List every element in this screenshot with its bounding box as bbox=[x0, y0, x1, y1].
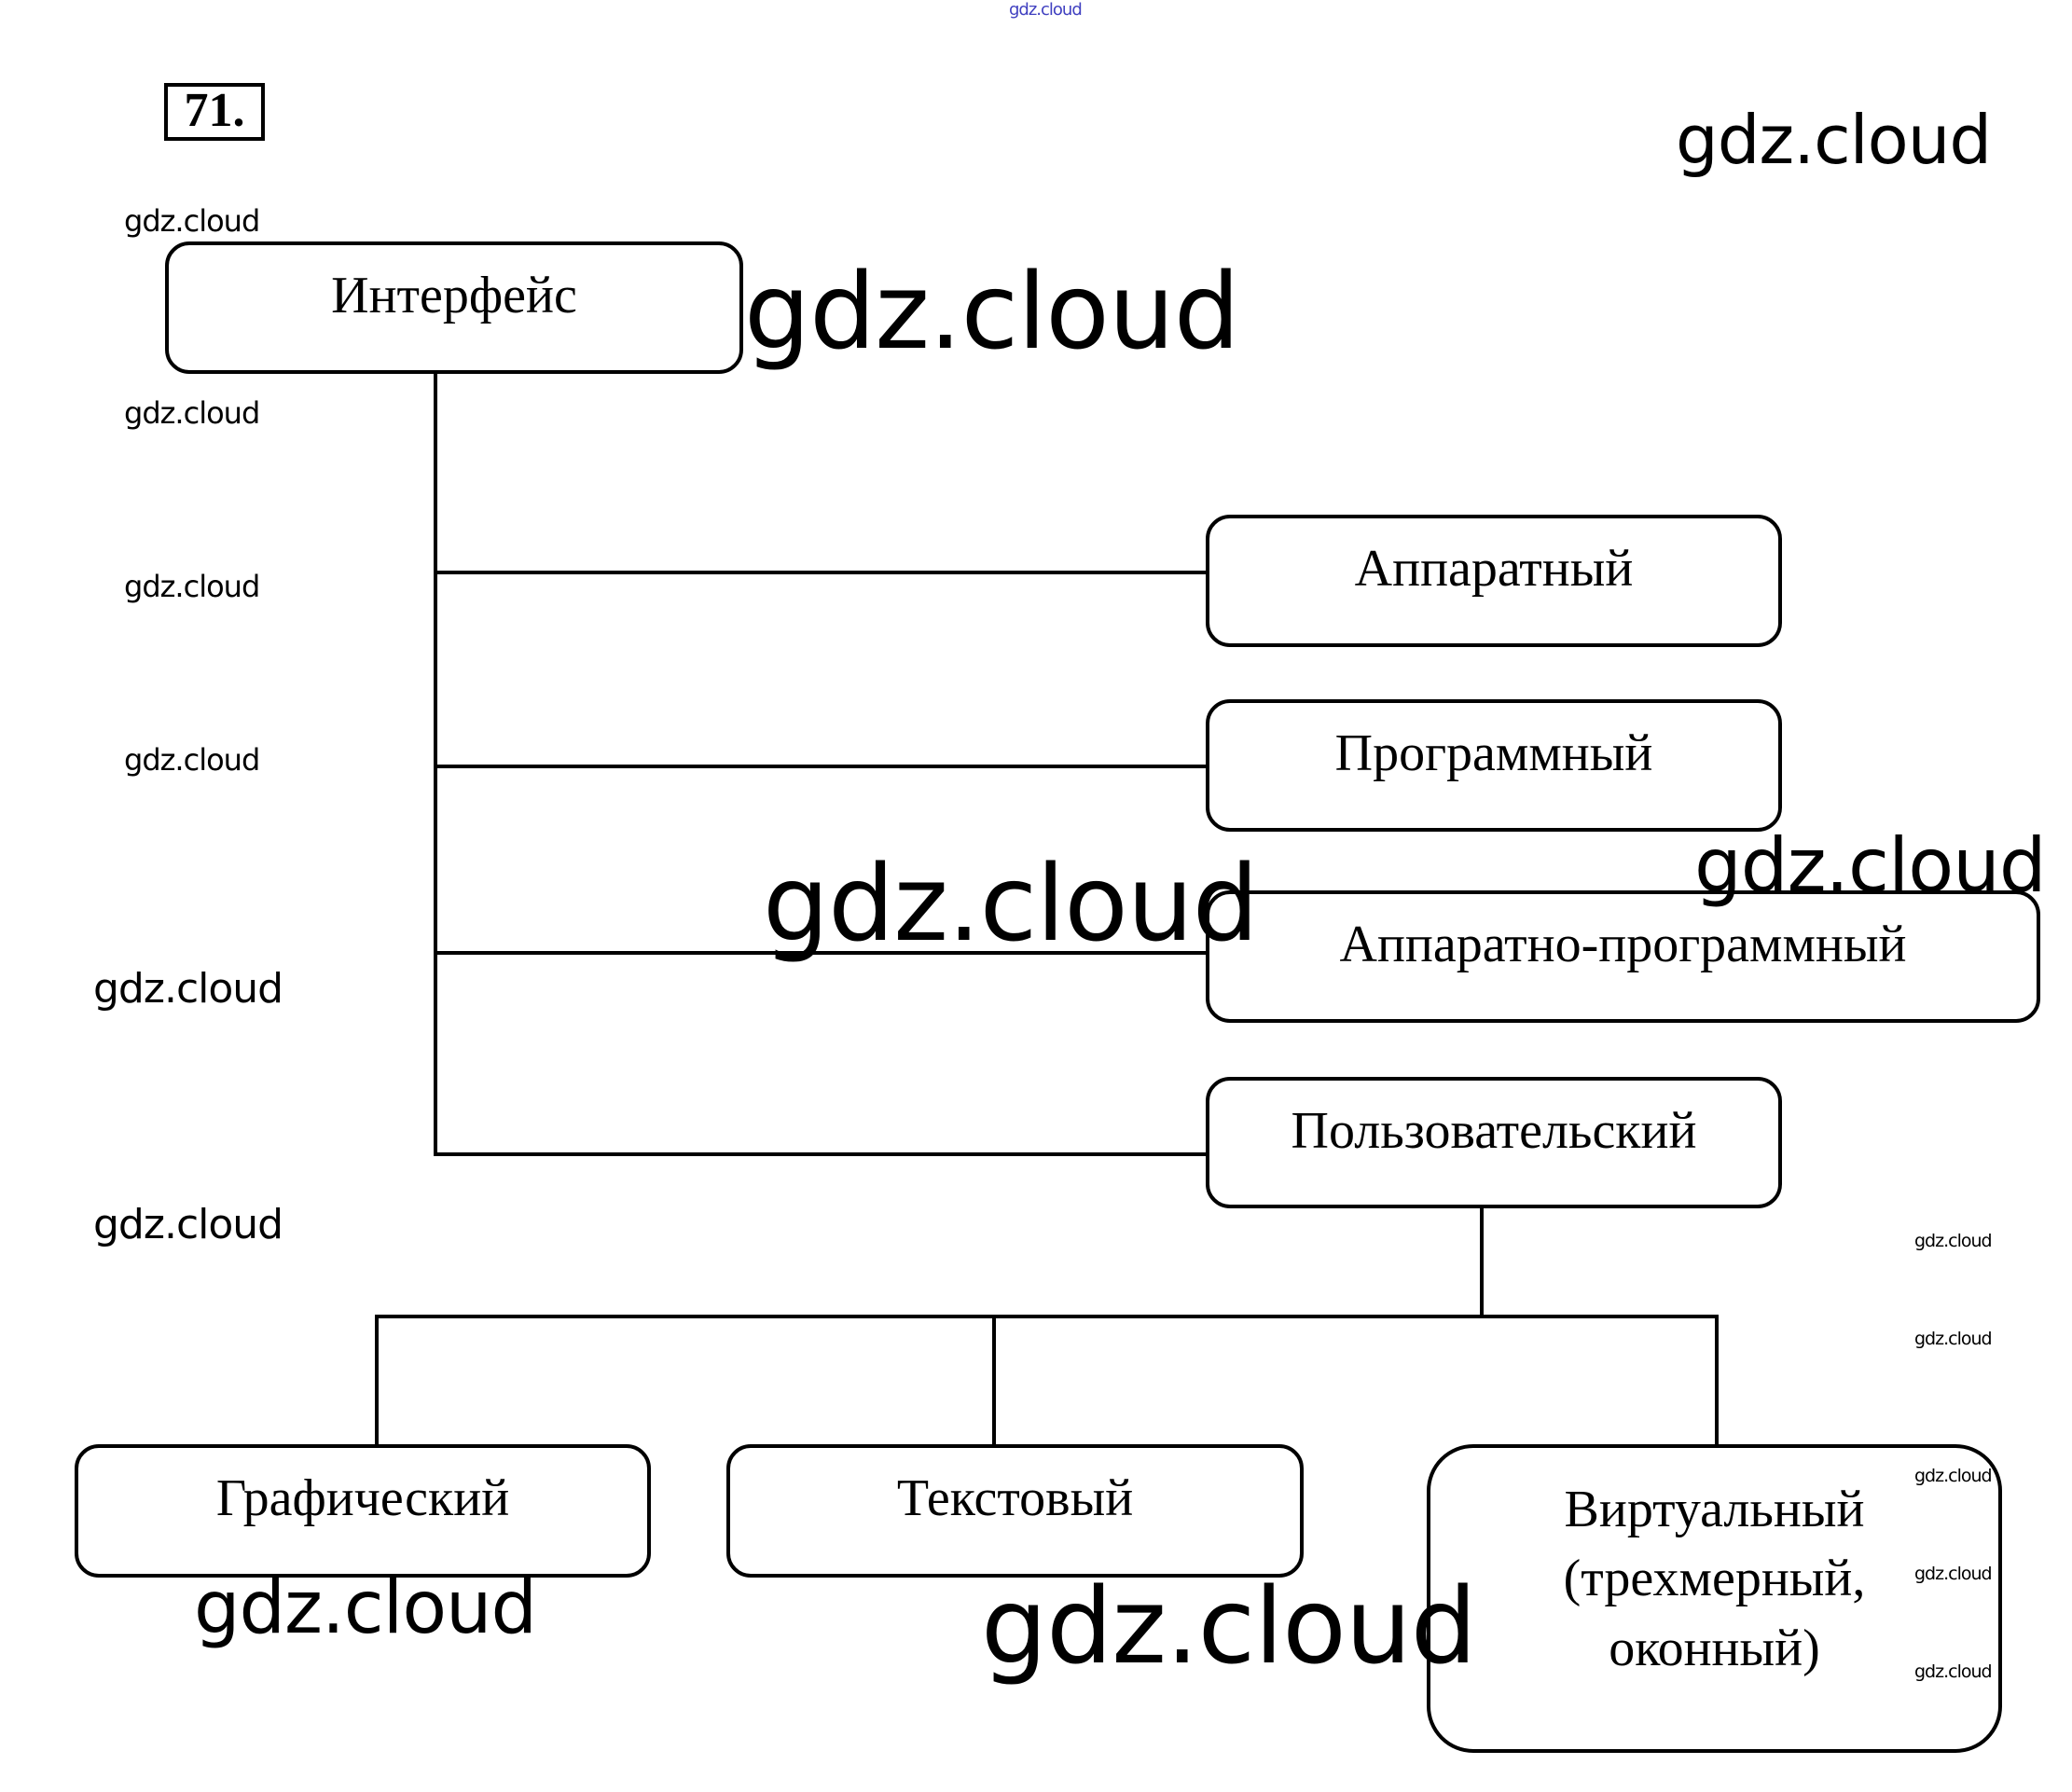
node-hardware-software-label: Аппаратно-программный bbox=[1339, 916, 1907, 973]
node-hardware-label: Аппаратный bbox=[1354, 540, 1634, 598]
watermark: gdz.cloud bbox=[1914, 1564, 1993, 1584]
branch-line-software bbox=[434, 765, 1208, 768]
watermark: gdz.cloud bbox=[744, 252, 1240, 373]
node-user-label: Пользовательский bbox=[1291, 1102, 1697, 1160]
node-software-label: Программный bbox=[1334, 724, 1653, 782]
node-hardware-software: Аппаратно-программный bbox=[1206, 890, 2040, 1023]
drop-line-graphic bbox=[375, 1315, 379, 1445]
node-user: Пользовательский bbox=[1206, 1077, 1782, 1208]
branch-line-hardware bbox=[434, 571, 1208, 574]
branch-line-hardware-software bbox=[434, 951, 1208, 955]
watermark: gdz.cloud bbox=[763, 844, 1259, 965]
user-stem-line bbox=[1480, 1207, 1484, 1318]
watermark: gdz.cloud bbox=[1914, 1661, 1993, 1682]
node-virtual: Виртуальный (трехмерный, оконный) bbox=[1427, 1444, 2002, 1753]
watermark: gdz.cloud bbox=[124, 203, 260, 239]
node-graphic-label: Графический bbox=[215, 1469, 510, 1527]
watermark: gdz.cloud bbox=[1914, 1231, 1993, 1251]
branch-line-user bbox=[434, 1152, 1208, 1156]
node-hardware: Аппаратный bbox=[1206, 515, 1782, 647]
node-graphic: Графический bbox=[75, 1444, 651, 1578]
node-interface: Интерфейс bbox=[165, 241, 743, 374]
node-interface-label: Интерфейс bbox=[331, 267, 577, 324]
node-text-label: Текстовый bbox=[896, 1469, 1134, 1527]
drop-line-text bbox=[992, 1315, 996, 1445]
watermark: gdz.cloud bbox=[981, 1566, 1477, 1688]
node-text: Текстовый bbox=[726, 1444, 1304, 1578]
node-software: Программный bbox=[1206, 699, 1782, 832]
watermark: gdz.cloud bbox=[1694, 822, 2047, 909]
watermark: gdz.cloud bbox=[93, 1201, 283, 1248]
watermark: gdz.cloud bbox=[194, 1566, 537, 1650]
node-virtual-label-line3: оконный) bbox=[1609, 1619, 1820, 1677]
watermark: gdz.cloud bbox=[93, 965, 283, 1013]
watermark-top: gdz.cloud bbox=[1009, 0, 1083, 20]
exercise-number: 71. bbox=[164, 83, 265, 141]
node-virtual-label-line1: Виртуальный bbox=[1564, 1481, 1865, 1538]
watermark: gdz.cloud bbox=[1676, 101, 1992, 179]
node-virtual-label-line2: (трехмерный, bbox=[1563, 1550, 1866, 1608]
watermark: gdz.cloud bbox=[1914, 1329, 1993, 1349]
watermark: gdz.cloud bbox=[124, 395, 260, 431]
watermark: gdz.cloud bbox=[124, 742, 260, 778]
watermark: gdz.cloud bbox=[1914, 1466, 1993, 1486]
user-bus-line bbox=[375, 1315, 1719, 1318]
drop-line-virtual bbox=[1715, 1315, 1719, 1445]
watermark: gdz.cloud bbox=[124, 569, 260, 604]
